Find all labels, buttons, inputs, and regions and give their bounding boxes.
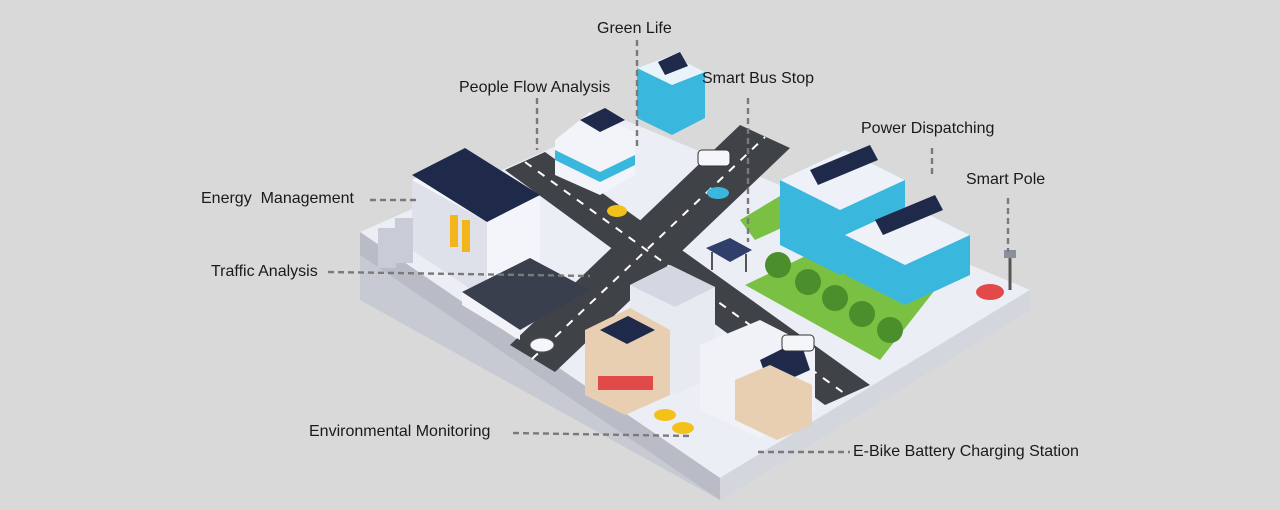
people-flow-building [555,108,635,195]
label-power-dispatching: Power Dispatching [861,120,995,137]
vehicles [529,149,1004,434]
power-dispatching-buildings [780,145,970,305]
factory-building [378,148,590,340]
label-traffic-analysis: Traffic Analysis [211,263,318,280]
label-ebike-battery-charging-station: E-Bike Battery Charging Station [853,443,1079,460]
smart-bus-stop [706,238,752,272]
trees [765,252,903,343]
label-smart-bus-stop: Smart Bus Stop [702,70,815,87]
label-green-life: Green Life [597,20,672,37]
leader-lines [327,40,1010,454]
label-energy-management: Energy Management [201,190,354,207]
green-life-tower [637,52,705,135]
label-environmental-monitoring: Environmental Monitoring [309,423,491,440]
smart-pole [1004,250,1016,290]
label-smart-pole: Smart Pole [966,171,1046,188]
label-people-flow-analysis: People Flow Analysis [459,79,611,96]
